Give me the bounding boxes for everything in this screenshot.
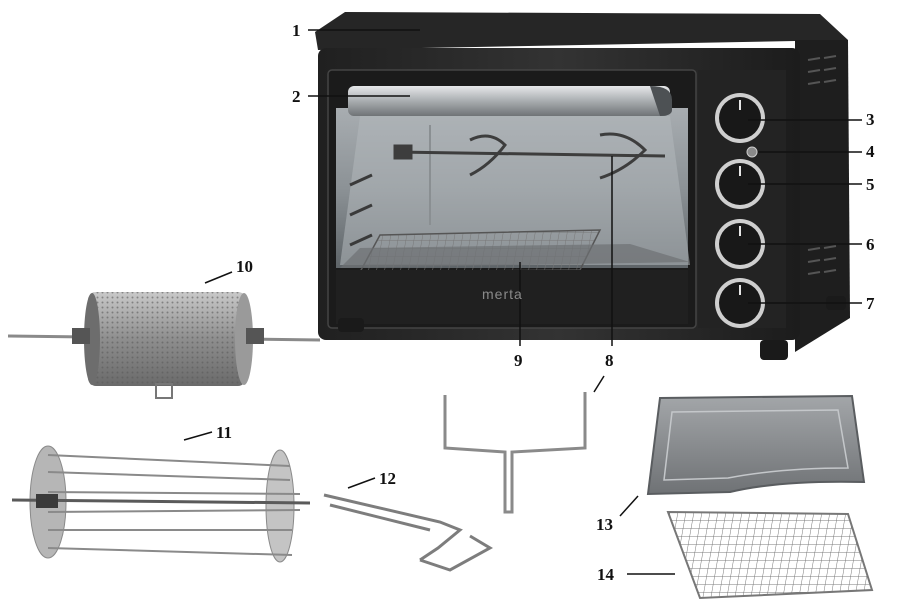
- spit-fork: [443, 392, 587, 514]
- knob-temperature: [715, 93, 765, 143]
- rotisserie-cage: [11, 445, 311, 563]
- brand-logo: merta: [482, 286, 523, 302]
- door-bottom-panel: [336, 270, 688, 324]
- callout-6: 6: [866, 235, 875, 254]
- callout-7: 7: [866, 294, 875, 313]
- toaster-oven: [315, 12, 850, 360]
- indicator-light: [746, 146, 758, 158]
- callout-5: 5: [866, 175, 875, 194]
- wire-rack: [666, 510, 874, 600]
- knob-function: [715, 219, 765, 269]
- tray-inside: [340, 244, 690, 268]
- callout-3: 3: [866, 110, 875, 129]
- callout-13: 13: [596, 515, 613, 534]
- spit-inside: [393, 132, 666, 180]
- callout-2: 2: [292, 87, 301, 106]
- callout-10: 10: [236, 257, 253, 276]
- foot-left: [338, 318, 364, 332]
- knob-timer: [715, 278, 765, 328]
- baking-tray: [646, 394, 866, 496]
- callout-11: 11: [216, 423, 233, 442]
- foot-right: [760, 340, 788, 360]
- side-vents: [807, 55, 837, 275]
- door-handle: [348, 86, 670, 116]
- callout-4: 4: [866, 142, 875, 161]
- callout-9: 9: [514, 351, 523, 370]
- oven-top: [315, 12, 848, 50]
- leader-lines: [183, 29, 862, 575]
- knob-mode: [715, 159, 765, 209]
- callout-12: 12: [379, 469, 396, 488]
- tray-handle-tool: [323, 493, 494, 572]
- callout-1: 1: [292, 21, 301, 40]
- callout-14: 14: [597, 565, 614, 584]
- rotisserie-drum: [7, 292, 321, 399]
- callout-8: 8: [605, 351, 614, 370]
